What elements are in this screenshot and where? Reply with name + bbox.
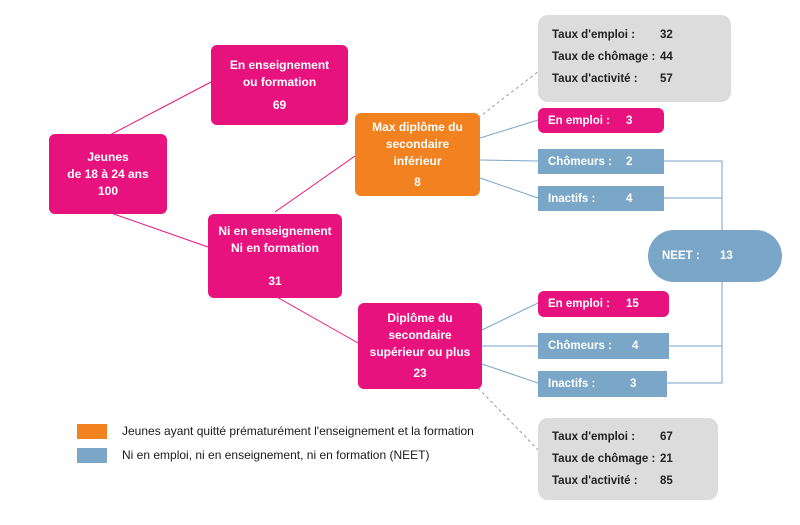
root-value: 100 [97,183,119,198]
stat-value: 32 [660,29,673,41]
upper-inactive-row: Inactifs : 3 [538,371,667,397]
stat-label: Taux d'activité : [552,73,638,85]
row-value: 15 [626,298,639,310]
stat-value: 44 [660,51,673,63]
row-value: 3 [630,378,637,390]
stat-label: Taux de chômage : [552,51,656,63]
upper-secondary-stats: Taux d'emploi : 67 Taux de chômage : 21 … [538,418,718,500]
upper-secondary-value: 23 [413,366,427,380]
upper-secondary-line2: secondaire [388,328,452,342]
neet-node: NEET : 13 [648,230,782,282]
upper-secondary-node: Diplôme du secondaire supérieur ou plus … [358,303,482,389]
lower-secondary-line3: inférieur [393,153,442,168]
stat-value: 57 [660,73,673,85]
row-label: Inactifs : [548,192,596,205]
legend-text-neet: Ni en emploi, ni en enseignement, ni en … [122,448,430,462]
neither-line1: Ni en enseignement [218,223,332,238]
neet-value: 13 [720,250,733,262]
stat-row: Taux de chômage : 44 [552,49,721,67]
root-line1: Jeunes [87,149,129,164]
lower-unemployed-row: Chômeurs : 2 [538,149,664,174]
legend-swatch-blue [77,448,107,463]
row-value: 2 [626,155,633,168]
row-value: 4 [626,192,633,205]
neither-line2: Ni en formation [230,240,319,255]
in-education-line2: ou formation [242,74,317,89]
upper-secondary-line3: supérieur ou plus [369,345,471,359]
row-label: En emploi : [548,298,610,310]
row-label: Inactifs : [548,378,596,390]
upper-secondary-line1: Diplôme du [387,311,453,325]
lower-secondary-line1: Max diplôme du [372,119,463,134]
in-education-node: En enseignement ou formation 69 [211,45,348,125]
lower-secondary-line2: secondaire [385,136,450,151]
upper-employed-row: En emploi : 15 [538,291,669,317]
row-value: 4 [632,340,639,352]
row-label: Chômeurs : [548,155,612,168]
stat-row: Taux de chômage : 21 [552,451,708,469]
lower-inactive-row: Inactifs : 4 [538,186,664,211]
stat-label: Taux d'activité : [552,475,638,487]
lower-employed-row: En emploi : 3 [538,108,664,133]
neither-node: Ni en enseignement Ni en formation 31 [208,214,342,298]
stat-row: Taux d'activité : 85 [552,473,708,491]
lower-secondary-value: 8 [414,174,421,189]
legend-text-early-leavers: Jeunes ayant quitté prématurément l'ense… [122,424,474,438]
stat-row: Taux d'emploi : 67 [552,429,708,447]
stat-label: Taux de chômage : [552,453,656,465]
in-education-line1: En enseignement [229,57,330,72]
stat-value: 21 [660,453,673,465]
root-line2: de 18 à 24 ans [67,166,149,181]
upper-unemployed-row: Chômeurs : 4 [538,333,669,359]
stat-label: Taux d'emploi : [552,29,636,41]
root-node: Jeunes de 18 à 24 ans 100 [49,134,167,214]
row-label: Chômeurs : [548,340,612,352]
stat-value: 85 [660,475,673,487]
neither-value: 31 [268,273,282,288]
row-label: En emploi : [548,114,610,127]
stat-label: Taux d'emploi : [552,431,636,443]
in-education-value: 69 [272,97,287,112]
stat-row: Taux d'emploi : 32 [552,27,721,45]
row-value: 3 [626,114,633,127]
lower-secondary-stats: Taux d'emploi : 32 Taux de chômage : 44 … [538,15,731,102]
lower-secondary-node: Max diplôme du secondaire inférieur 8 [355,113,480,196]
stat-row: Taux d'activité : 57 [552,71,721,89]
neet-label: NEET : [662,250,700,262]
legend-swatch-orange [77,424,107,439]
stat-value: 67 [660,431,673,443]
